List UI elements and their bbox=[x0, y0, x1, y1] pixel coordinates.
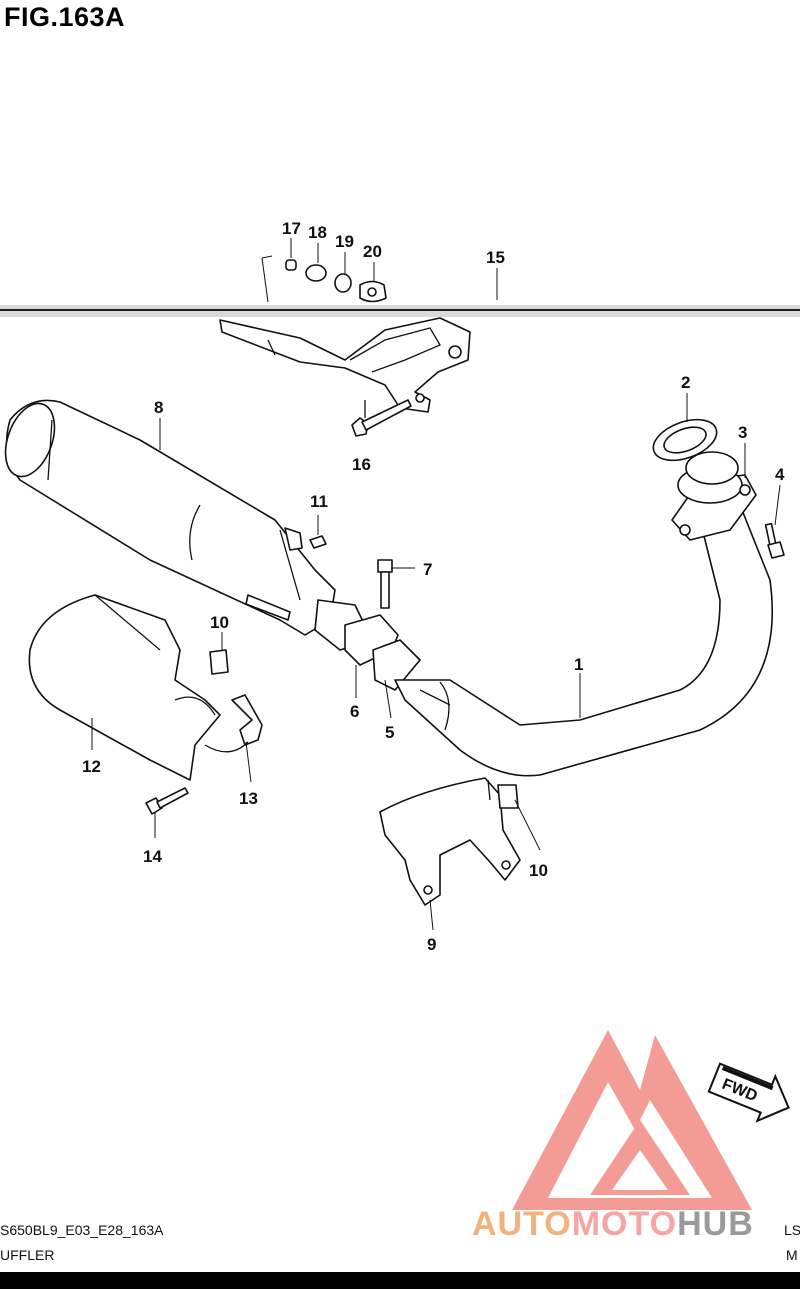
callout-12: 12 bbox=[82, 757, 101, 776]
heat-shield-part-12 bbox=[28, 594, 221, 781]
bolt-part-14 bbox=[145, 787, 189, 815]
watermark-text: AUTOMOTOHUB bbox=[472, 1205, 754, 1243]
callout-16: 16 bbox=[352, 455, 371, 474]
bolt-part-11 bbox=[309, 515, 327, 549]
clamp-part-13 bbox=[204, 694, 263, 753]
watermark-logo bbox=[512, 1030, 752, 1210]
callout-9: 9 bbox=[427, 935, 436, 954]
callout-10-lower: 10 bbox=[529, 861, 548, 880]
pipe-connector bbox=[314, 599, 421, 691]
callout-13: 13 bbox=[239, 789, 258, 808]
callout-2: 2 bbox=[681, 373, 690, 392]
callout-18: 18 bbox=[308, 223, 327, 242]
bracket-part-15 bbox=[219, 317, 471, 413]
gasket-part-2 bbox=[652, 418, 718, 462]
callout-10-upper: 10 bbox=[210, 613, 229, 632]
footer-name-right: M bbox=[786, 1247, 798, 1263]
bolt-part-16 bbox=[351, 399, 412, 437]
callout-7: 7 bbox=[423, 560, 432, 579]
callout-4: 4 bbox=[775, 465, 785, 484]
bolt-part-4 bbox=[764, 522, 785, 559]
callout-3: 3 bbox=[738, 423, 747, 442]
bottom-bar bbox=[0, 1272, 800, 1289]
flange-part-3 bbox=[671, 451, 757, 541]
callout-14: 14 bbox=[143, 847, 162, 866]
callout-1: 1 bbox=[574, 655, 583, 674]
footer-code-left: S650BL9_E03_E28_163A bbox=[0, 1222, 164, 1238]
leader-17 bbox=[261, 257, 269, 303]
bolt-part-7 bbox=[377, 559, 415, 609]
callout-11: 11 bbox=[310, 492, 328, 511]
pad-part-10 bbox=[209, 649, 229, 675]
callout-19: 19 bbox=[335, 232, 354, 251]
footer-name-left: UFFLER bbox=[0, 1247, 55, 1263]
small-parts-17-20 bbox=[285, 259, 387, 303]
muffler-part-8 bbox=[4, 399, 336, 636]
callout-numbers: 17 18 19 20 15 2 3 4 8 16 11 7 10 1 6 5 … bbox=[82, 219, 785, 954]
figure-title: FIG.163A bbox=[4, 2, 126, 32]
callout-6: 6 bbox=[350, 702, 359, 721]
leader-lines bbox=[91, 238, 781, 931]
callout-8: 8 bbox=[154, 398, 163, 417]
callout-5: 5 bbox=[385, 723, 394, 742]
fwd-arrow: FWD bbox=[707, 1062, 790, 1123]
exhaust-pipe-part-1 bbox=[394, 504, 774, 777]
callout-20: 20 bbox=[363, 242, 382, 261]
pad-part-10-lower bbox=[497, 784, 519, 809]
callout-17: 17 bbox=[282, 219, 301, 238]
footer-code-right: LS bbox=[784, 1222, 800, 1238]
callout-15: 15 bbox=[486, 248, 505, 267]
